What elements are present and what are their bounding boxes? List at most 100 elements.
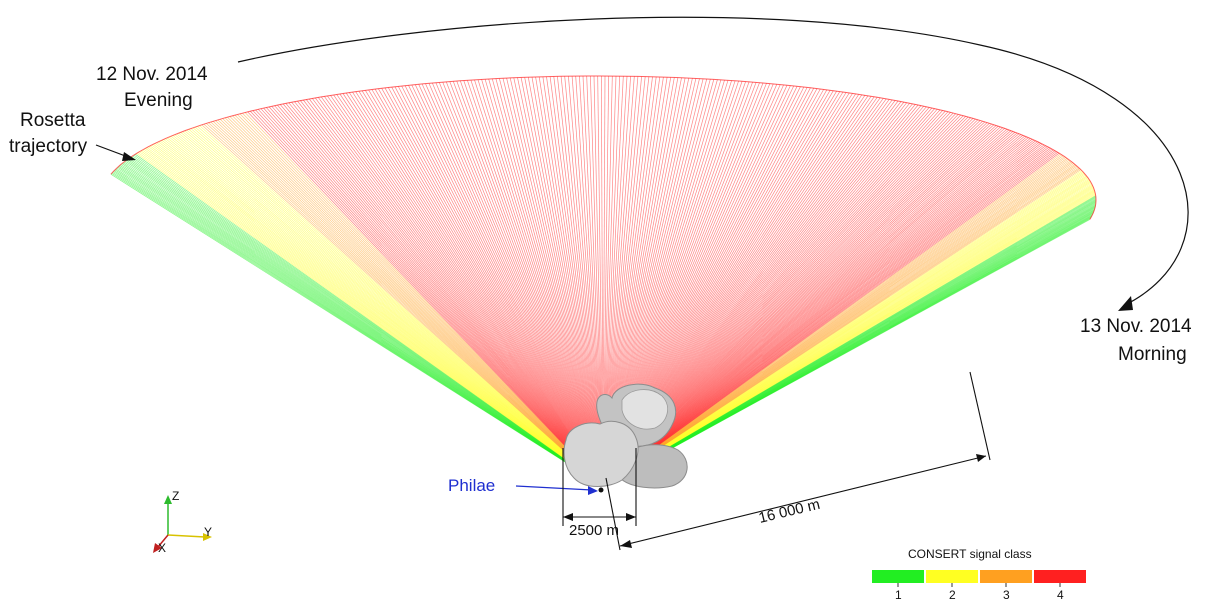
signal-ray: [234, 114, 604, 487]
signal-ray: [361, 90, 604, 487]
signal-ray: [312, 98, 604, 487]
signal-ray: [237, 114, 604, 487]
signal-ray: [549, 76, 604, 487]
signal-ray: [394, 86, 604, 487]
signal-ray: [459, 80, 604, 487]
signal-ray: [404, 85, 604, 487]
signal-ray: [239, 113, 604, 487]
signal-ray: [502, 78, 604, 487]
signal-ray: [257, 109, 604, 487]
signal-ray: [219, 118, 604, 487]
signal-ray: [445, 81, 604, 487]
signal-ray: [495, 78, 604, 487]
signal-ray: [571, 76, 604, 487]
signal-ray: [349, 92, 604, 487]
signal-ray: [345, 92, 604, 487]
signal-ray: [408, 85, 604, 487]
signal-ray: [442, 82, 604, 487]
scale-bar-16000m: [605, 371, 991, 551]
signal-ray: [546, 76, 604, 487]
signal-ray: [527, 77, 604, 487]
legend-label-class-3: 3: [1003, 588, 1010, 602]
axis-z-label: Z: [172, 489, 179, 503]
signal-ray: [315, 97, 604, 487]
signal-ray: [481, 79, 604, 487]
signal-ray: [355, 91, 604, 487]
signal-ray: [499, 78, 604, 487]
legend-title: CONSERT signal class: [908, 547, 1032, 561]
signal-ray: [602, 219, 1091, 487]
legend-swatch-class-4: [1034, 570, 1086, 583]
signal-ray: [474, 79, 604, 487]
signal-ray: [336, 94, 604, 487]
signal-ray: [222, 118, 604, 487]
signal-ray: [381, 88, 604, 487]
signal-ray: [378, 88, 604, 487]
signal-ray: [387, 87, 604, 487]
signal-ray: [324, 96, 604, 487]
signal-ray: [560, 76, 604, 487]
signal-ray: [418, 84, 604, 487]
rosetta-pointer-line: [95, 144, 129, 158]
signal-ray: [513, 77, 604, 487]
signal-ray: [564, 76, 604, 487]
rosetta-arrowhead-icon: [122, 152, 136, 161]
signal-ray: [414, 84, 604, 487]
signal-ray: [509, 77, 604, 487]
legend-label-class-1: 1: [895, 588, 902, 602]
signal-ray: [263, 107, 604, 487]
philae-label: Philae: [448, 476, 495, 495]
evening-date-label: 12 Nov. 2014: [96, 64, 208, 85]
signal-ray: [300, 100, 604, 487]
signal-ray: [484, 79, 604, 487]
signal-ray: [250, 110, 604, 487]
signal-ray: [524, 77, 604, 487]
signal-ray: [557, 76, 604, 487]
signal-ray: [244, 112, 604, 487]
scale-bar-2500m: [562, 448, 637, 526]
signal-ray: [242, 112, 604, 487]
signal-ray: [452, 81, 604, 487]
signal-ray: [517, 77, 604, 487]
signal-ray: [506, 78, 604, 487]
legend-swatch-class-3: [980, 570, 1032, 583]
morning-date-label: 13 Nov. 2014: [1080, 316, 1192, 337]
signal-ray: [365, 90, 604, 487]
legend-label-class-4: 4: [1057, 588, 1064, 602]
signal-ray: [411, 84, 604, 487]
trajectory-arrowhead-icon: [1118, 296, 1133, 311]
signal-ray: [358, 91, 604, 487]
signal-ray: [371, 89, 604, 487]
philae-lander-marker: [598, 487, 604, 493]
scale-16000m-label: 16 000 m: [757, 496, 822, 527]
signal-ray: [535, 76, 604, 487]
signal-ray: [291, 101, 604, 487]
signal-ray: [333, 94, 604, 487]
signal-ray: [467, 80, 604, 487]
signal-ray: [384, 87, 604, 487]
signal-ray: [274, 105, 604, 487]
axis-x-label: X: [158, 541, 166, 555]
trajectory-direction-arc: [237, 16, 1189, 306]
signal-ray: [477, 79, 604, 487]
signal-ray: [401, 85, 604, 487]
signal-ray: [339, 93, 604, 487]
signal-ray: [538, 76, 604, 487]
scale-2500m-label: 2500 m: [569, 522, 619, 539]
rosetta-orbit-rim: [110, 75, 1097, 220]
signal-ray: [575, 76, 604, 487]
signal-ray: [327, 95, 604, 487]
signal-ray: [553, 76, 604, 487]
signal-ray: [352, 91, 604, 487]
signal-ray: [435, 82, 604, 487]
signal-ray: [374, 88, 604, 487]
signal-ray: [330, 95, 604, 487]
signal-ray: [568, 76, 604, 487]
signal-ray: [279, 104, 604, 487]
signal-ray: [229, 116, 604, 487]
signal-ray: [306, 99, 604, 487]
signal-ray: [428, 83, 604, 487]
signal-ray: [488, 78, 604, 487]
signal-ray: [397, 86, 604, 487]
orientation-axes: Z Y X: [153, 489, 212, 555]
